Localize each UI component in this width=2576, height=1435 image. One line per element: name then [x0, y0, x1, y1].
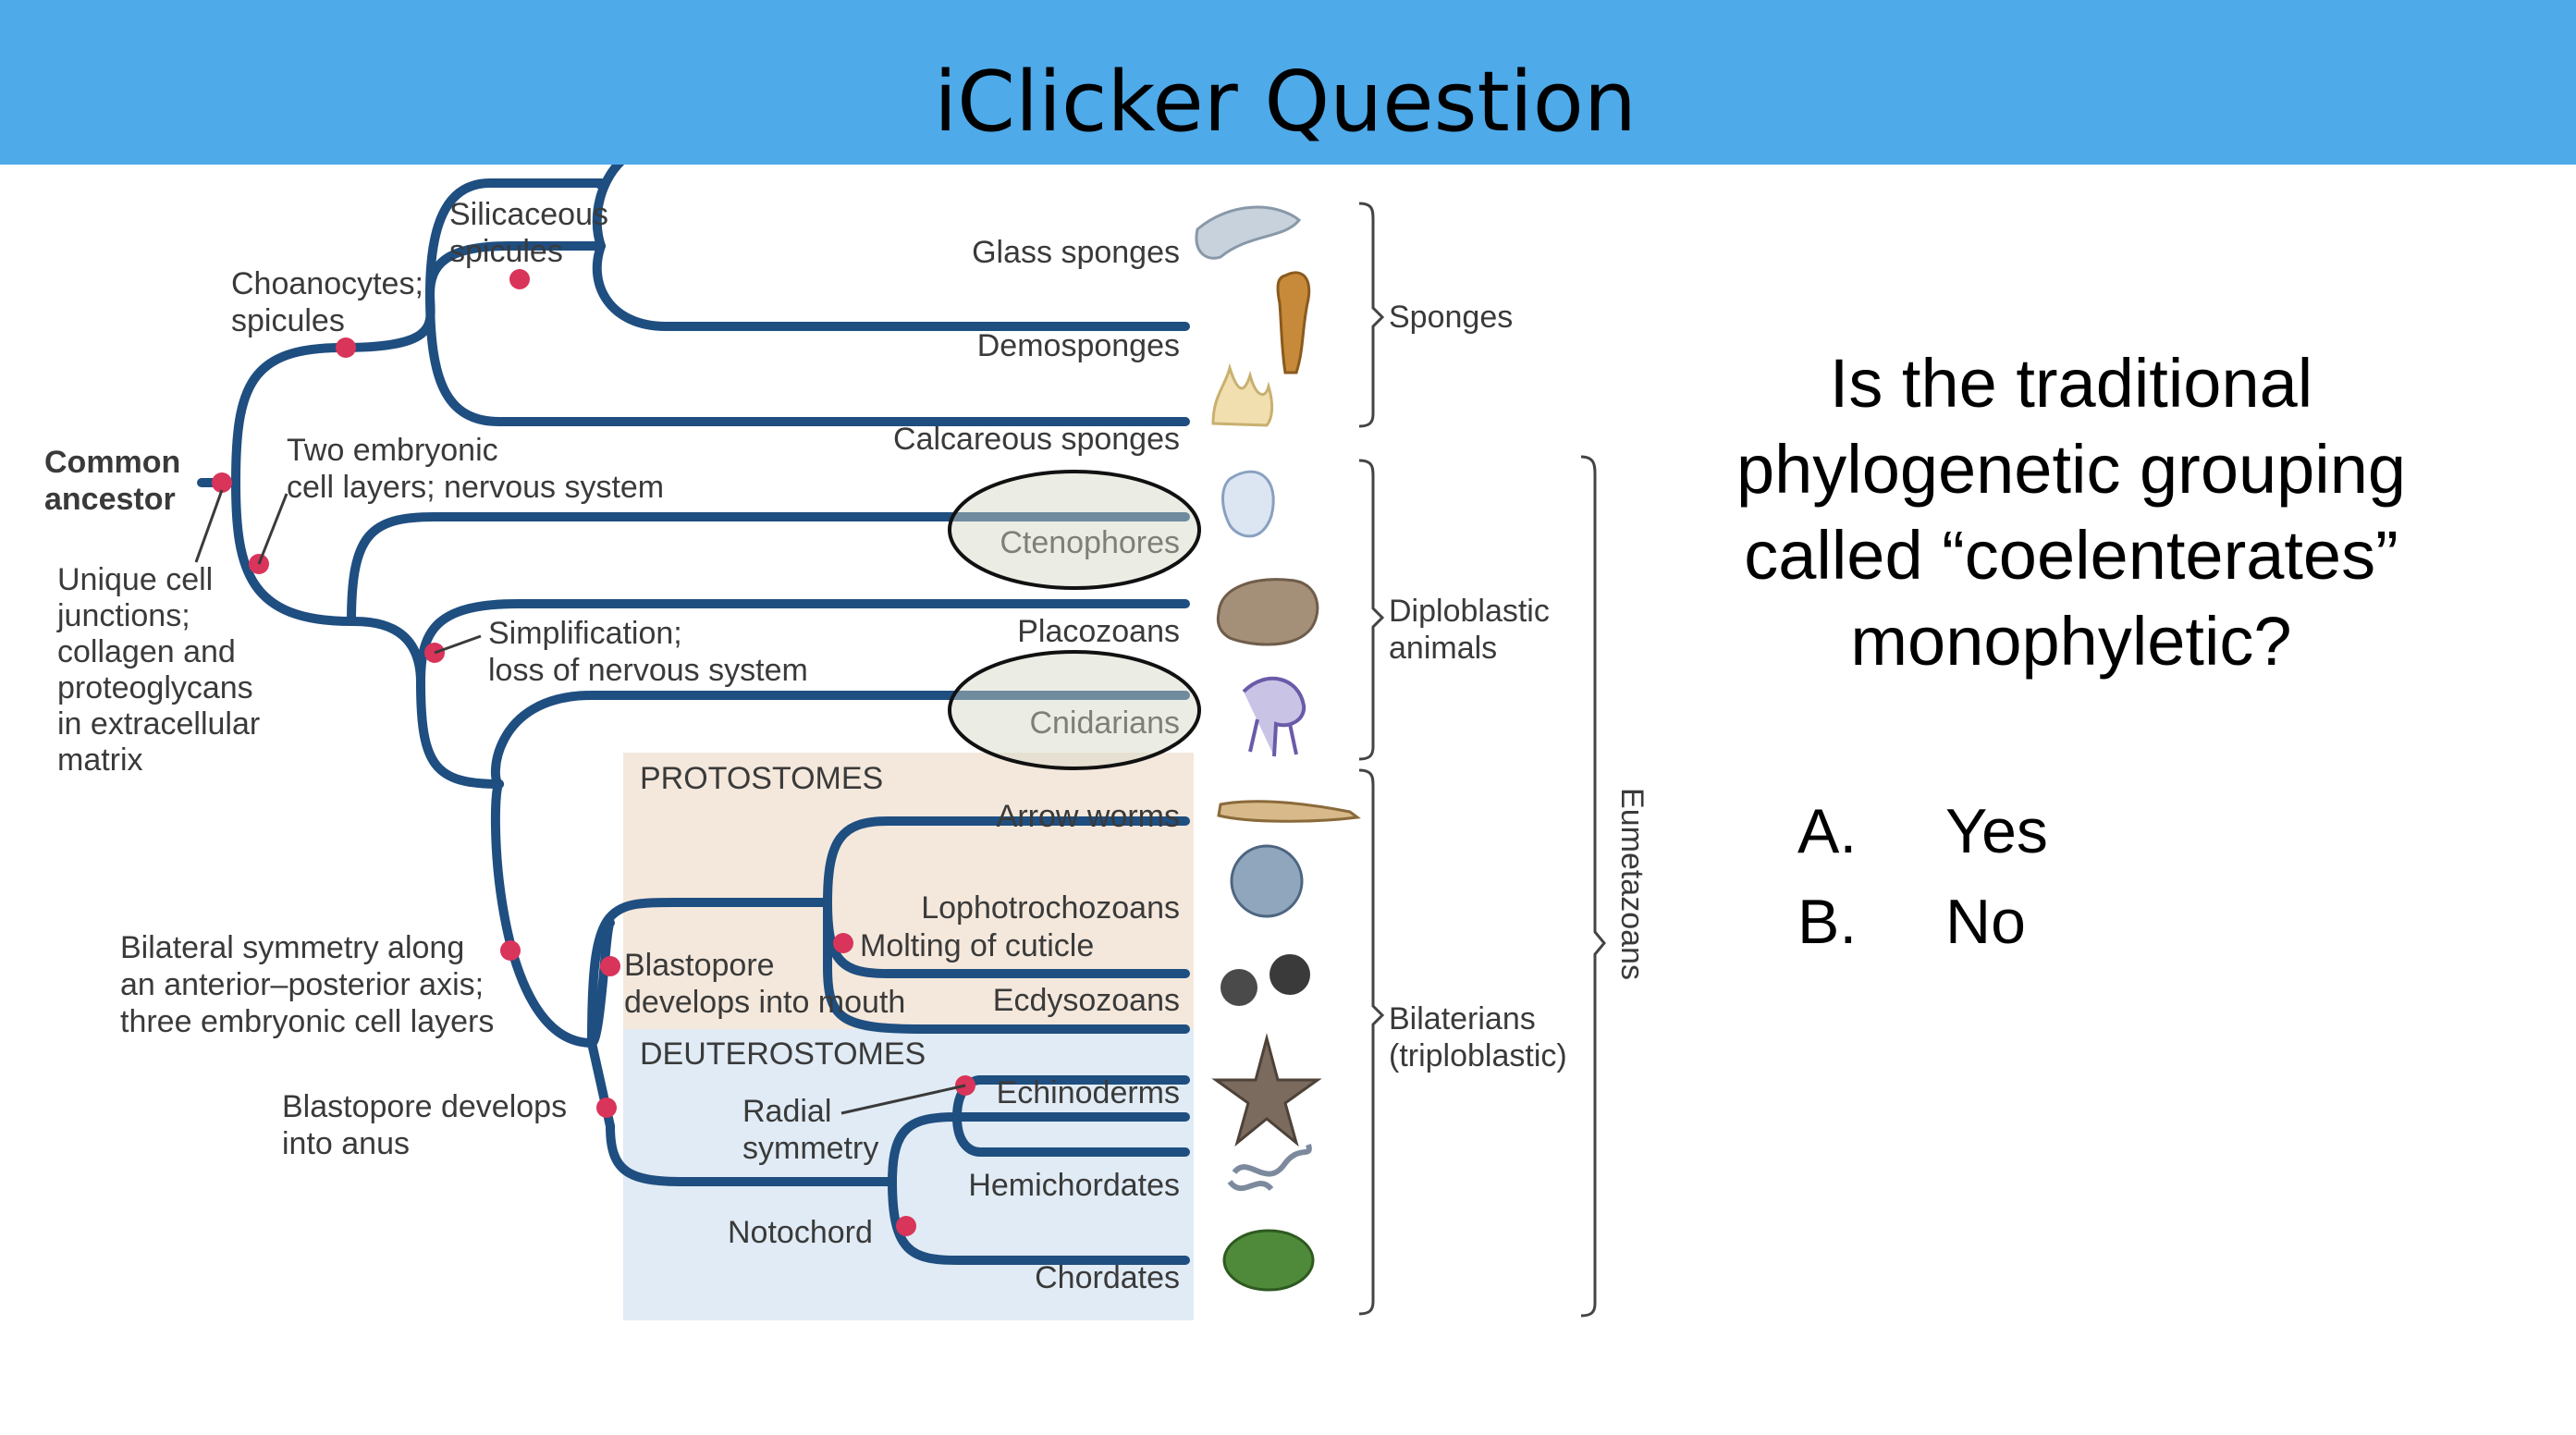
taxon-chordates: Chordates — [1035, 1260, 1180, 1295]
taxon-calcareous-sponges: Calcareous sponges — [893, 422, 1180, 457]
taxon-hemichordates: Hemichordates — [968, 1168, 1180, 1203]
question-text: Is the traditional phylogenetic grouping… — [1736, 345, 2407, 680]
eumetazoans-bracket — [1580, 455, 1606, 1318]
answer-text: No — [1945, 887, 2026, 957]
node-bilateral — [500, 940, 521, 961]
taxon-ecdysozoans: Ecdysozoans — [993, 983, 1180, 1018]
answer-letter: B. — [1797, 887, 1858, 957]
lophotrochozoan-image — [1230, 844, 1304, 918]
bilaterians-label: Bilaterians(triploblastic) — [1389, 1001, 1567, 1073]
taxon-lophotrochozoans: Lophotrochozoans — [921, 890, 1180, 926]
taxon-echinoderms: Echinoderms — [997, 1075, 1180, 1110]
node-choanocytes — [336, 337, 356, 358]
taxon-glass-sponges: Glass sponges — [972, 235, 1180, 270]
answer-option-a[interactable]: A. Yes — [1797, 795, 2048, 867]
cnidarians-highlight — [948, 650, 1201, 770]
arrow-worm-image — [1217, 800, 1361, 823]
ecdysozoan-image — [1221, 969, 1257, 1006]
chordate-frog-image — [1222, 1229, 1315, 1292]
diploblastic-bracket — [1358, 459, 1385, 761]
char-choanocytes: Choanocytes;spicules — [231, 266, 423, 338]
sponges-bracket — [1358, 202, 1385, 428]
taxon-cnidarians: Cnidarians — [1029, 705, 1180, 741]
organism-images — [1195, 205, 1361, 1292]
answer-option-b[interactable]: B. No — [1797, 886, 2026, 958]
taxon-placozoans: Placozoans — [1017, 614, 1180, 649]
bilaterians-bracket — [1358, 768, 1385, 1316]
node-root — [212, 472, 232, 493]
deuterostomes-label: DEUTEROSTOMES — [640, 1036, 926, 1072]
taxon-ctenophores: Ctenophores — [1000, 525, 1180, 560]
echinoderm-image — [1211, 1033, 1322, 1147]
ctenophore-image — [1221, 470, 1275, 538]
node-anus — [596, 1098, 617, 1118]
char-notochord: Notochord — [728, 1215, 873, 1250]
calcareous-sponge-image — [1211, 362, 1274, 427]
protostomes-label: PROTOSTOMES — [640, 761, 883, 796]
demosponge-image — [1276, 271, 1311, 374]
answer-text: Yes — [1945, 796, 2048, 866]
slide-title: iClicker Question — [934, 54, 1637, 151]
sponges-label: Sponges — [1389, 300, 1513, 335]
hemichordate-image — [1227, 1144, 1312, 1192]
char-simplification: Simplification;loss of nervous system — [488, 616, 808, 688]
node-silicaceous — [509, 269, 530, 289]
title-bar — [0, 0, 2576, 165]
taxon-arrow-worms: Arrow worms — [997, 799, 1180, 834]
ctenophores-highlight — [948, 470, 1201, 590]
node-molting — [833, 933, 853, 953]
eumetazoans-label: Eumetazoans — [1614, 788, 1650, 980]
node-mouth — [600, 956, 620, 976]
placozoan-image — [1216, 578, 1319, 646]
char-molting: Molting of cuticle — [860, 928, 1094, 963]
taxon-demosponges: Demosponges — [977, 328, 1180, 363]
glass-sponge-image — [1195, 205, 1302, 260]
cnidarian-image — [1242, 676, 1306, 757]
node-notochord — [896, 1216, 916, 1236]
answer-letter: A. — [1797, 796, 1858, 866]
